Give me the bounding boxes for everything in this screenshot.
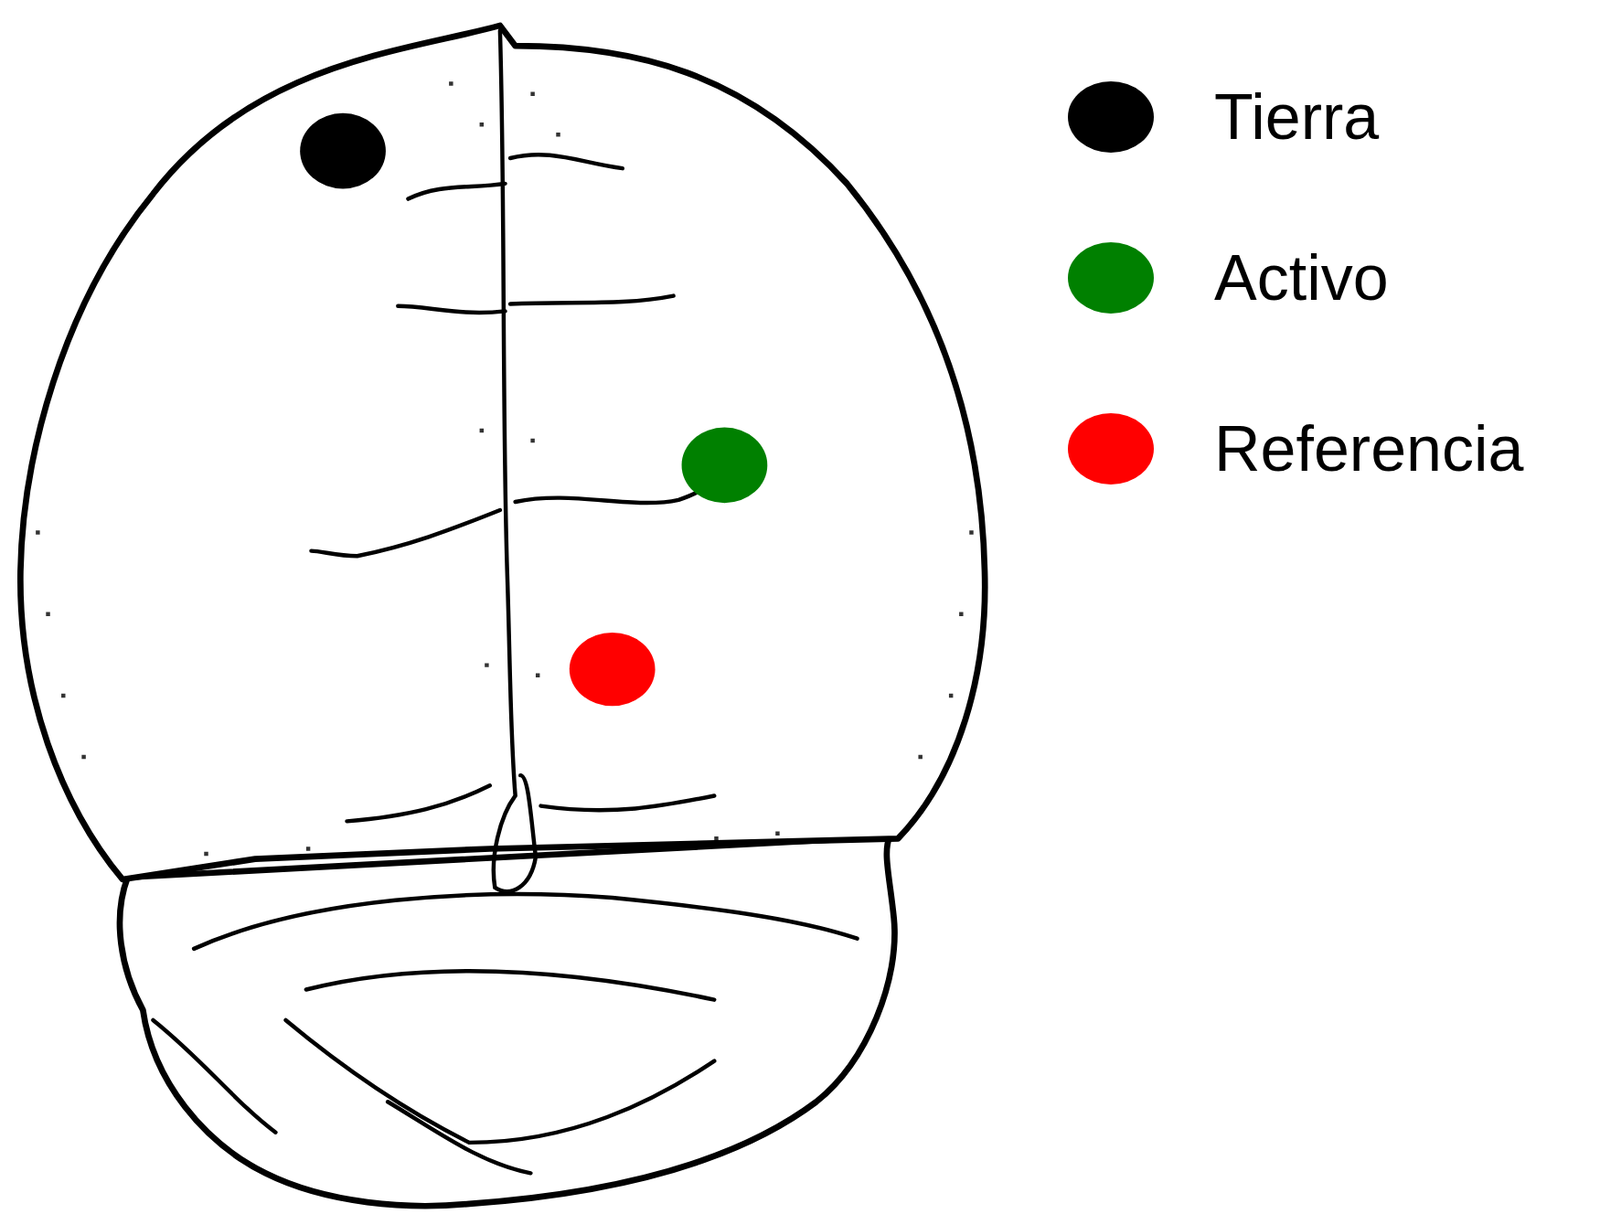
- electrode-dot: [682, 427, 768, 504]
- cerebellum-fold: [286, 1020, 715, 1143]
- cerebellum-fold: [152, 1020, 276, 1133]
- legend-text: Tierra: [1214, 75, 1379, 159]
- sulcus-line: [510, 154, 623, 169]
- sulcus-line: [347, 785, 491, 822]
- legend-row: Referencia: [1067, 407, 1594, 491]
- sulcus-line: [541, 795, 715, 811]
- legend-text: Activo: [1214, 236, 1389, 320]
- cerebellum-fold: [193, 894, 857, 950]
- legend-row: Tierra: [1067, 75, 1594, 159]
- legend-text: Referencia: [1214, 407, 1525, 491]
- sulcus-line: [397, 306, 505, 313]
- midline-fissure: [493, 30, 536, 892]
- cerebellum-fold: [306, 970, 715, 1000]
- legend-row: Activo: [1067, 236, 1594, 320]
- legend-swatch: [1067, 81, 1154, 153]
- legend-swatch: [1067, 242, 1154, 314]
- sulcus-line: [310, 510, 500, 556]
- sulcus-line: [407, 183, 505, 200]
- legend-swatch: [1067, 413, 1154, 485]
- cerebellum-fold: [387, 1101, 531, 1174]
- electrode-dot: [569, 632, 656, 706]
- sulcus-line: [515, 480, 715, 504]
- sulcus-line: [510, 296, 674, 305]
- electrode-dot: [299, 113, 386, 190]
- shading-dots: [35, 81, 974, 856]
